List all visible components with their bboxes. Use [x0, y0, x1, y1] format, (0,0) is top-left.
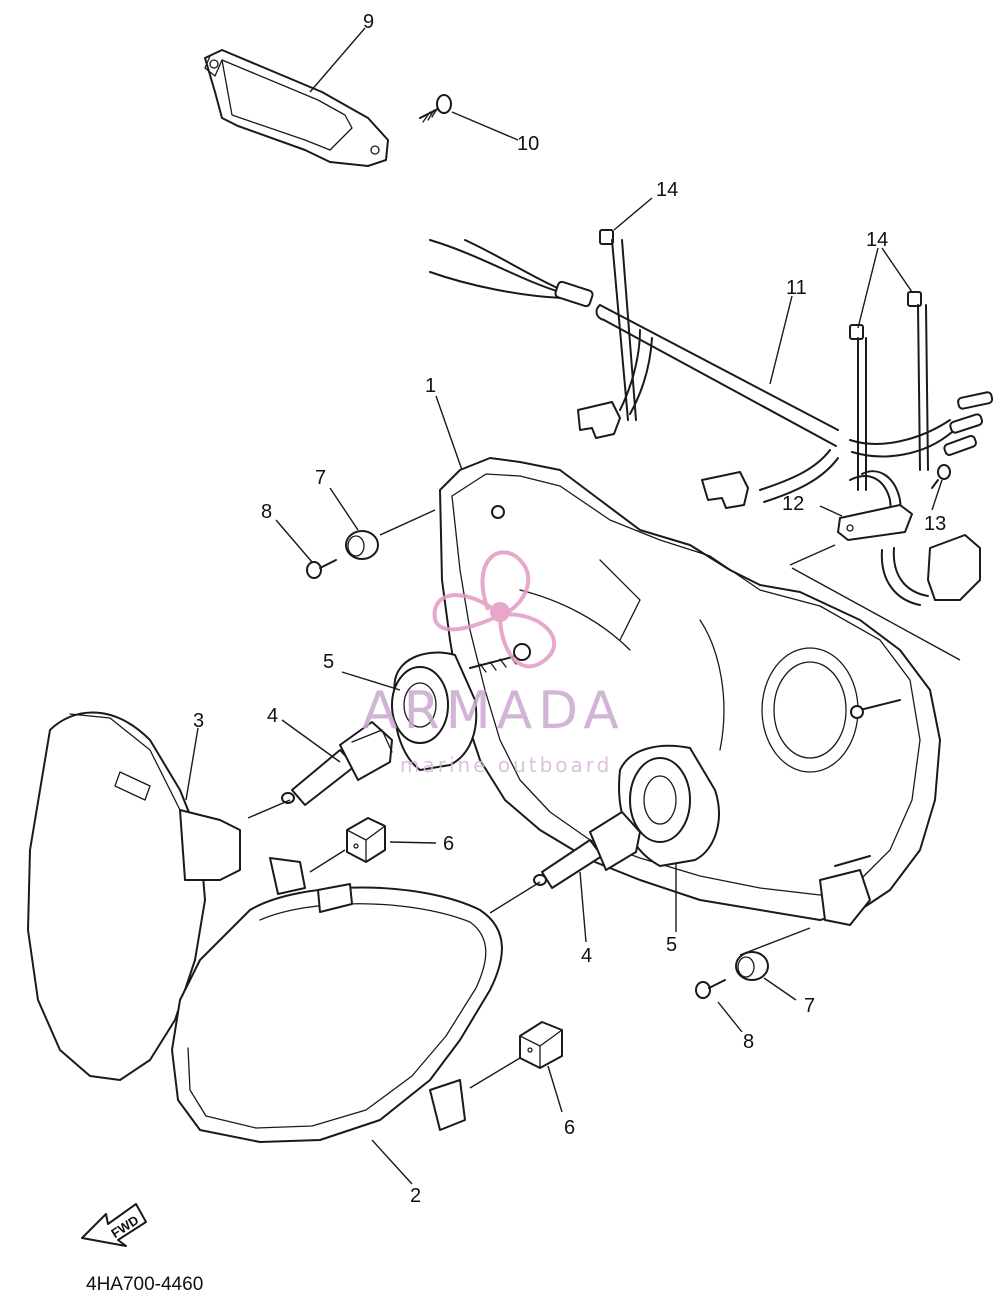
callout-8: 8	[743, 1031, 754, 1053]
callout-11: 11	[786, 277, 807, 299]
callout-13: 13	[924, 513, 946, 535]
callout-5: 5	[323, 651, 334, 673]
part-13-bolt	[931, 464, 951, 489]
callout-2: 2	[410, 1185, 421, 1207]
callout-3: 3	[193, 710, 204, 732]
part-6-cap-upper	[346, 817, 386, 863]
part-7-grommet-lower	[735, 951, 769, 981]
callout-6: 6	[443, 833, 454, 855]
callout-4: 4	[267, 705, 278, 727]
part-2-lens	[171, 857, 503, 1143]
diagram-code: 4HA700-4460	[86, 1274, 204, 1295]
part-4-bulb-upper	[281, 721, 393, 806]
callout-9: 9	[363, 11, 374, 33]
part-1-housing	[439, 457, 941, 926]
callout-10: 10	[517, 133, 539, 155]
part-6-cap-lower	[519, 1021, 563, 1069]
callout-numbers: 9 10 14 14 11 1 7 8 12 13 5 3 4 6 4 5 7 …	[193, 11, 946, 1207]
callout-14: 14	[866, 229, 888, 251]
callout-7: 7	[804, 995, 815, 1017]
part-7-grommet-upper	[345, 530, 379, 560]
callout-1: 1	[425, 375, 436, 397]
callout-12: 12	[782, 493, 804, 515]
callout-6: 6	[564, 1117, 575, 1139]
part-10-screw	[419, 94, 452, 123]
part-11-wire-harness	[429, 239, 994, 606]
part-12-clamp	[837, 504, 913, 541]
watermark-subtitle: marine outboard	[400, 753, 612, 777]
part-4-bulb-lower	[533, 811, 641, 889]
part-8-screw-lower	[695, 979, 726, 999]
watermark-title: ARMADA	[362, 681, 625, 741]
callout-7: 7	[315, 467, 326, 489]
callout-5: 5	[666, 934, 677, 956]
part-8-screw-upper	[306, 559, 337, 579]
callout-4: 4	[581, 945, 592, 967]
callout-8: 8	[261, 501, 272, 523]
part-5-socket-lower	[618, 744, 720, 867]
fwd-arrow-icon: FWD	[81, 1203, 147, 1247]
callout-14: 14	[656, 179, 678, 201]
part-3-lens	[27, 711, 241, 1081]
armada-watermark: ARMADA marine outboard	[362, 550, 625, 777]
part-9-lamp-cover	[204, 49, 389, 167]
leader-lines	[185, 27, 961, 1185]
part-14-cable-ties	[599, 229, 929, 491]
